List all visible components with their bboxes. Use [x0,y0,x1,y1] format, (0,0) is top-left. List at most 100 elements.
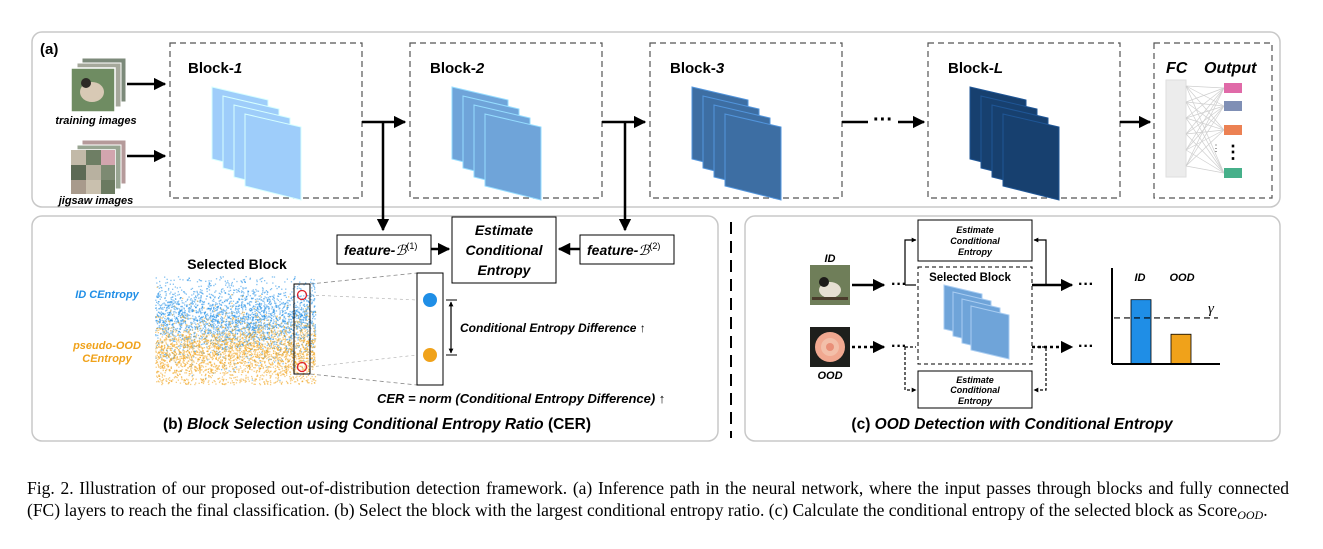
id-point [174,311,176,313]
id-point [258,344,260,346]
id-point [313,306,315,308]
id-point [196,311,198,313]
id-point [183,329,185,331]
ood-point [190,364,192,366]
ood-point [286,374,288,376]
ood-point [257,356,260,358]
id-point [202,317,204,319]
id-point [169,332,172,334]
ood-point [257,337,259,339]
id-point [314,291,316,293]
ood-point [265,371,268,373]
ood-point [307,360,309,362]
ood-point [218,329,220,332]
ood-point [184,345,187,347]
ood-point [243,334,246,336]
id-point [220,277,222,279]
ood-point [241,370,243,372]
id-point [255,332,257,334]
id-point [240,298,243,300]
ood-point [306,325,308,327]
id-point [225,309,228,311]
ood-point [275,320,277,322]
ood-point [254,349,256,351]
ood-point [232,352,234,355]
ood-point [265,366,267,369]
id-point [175,329,177,331]
id-point [156,321,158,323]
id-point [185,338,188,340]
id-point [311,287,313,289]
ood-point [206,355,208,357]
ood-point [304,339,306,341]
ood-point [231,306,233,308]
ood-point [175,359,177,361]
ood-point [229,357,231,359]
id-point [197,297,200,299]
ood-point [188,331,190,333]
ood-point [261,334,263,336]
selected-block-label: Selected Block [187,256,287,272]
id-point [235,366,238,368]
id-point [181,289,183,291]
id-point [275,318,278,320]
id-point [258,304,260,306]
ood-point [258,327,260,329]
id-point [170,313,172,315]
id-point [158,342,160,344]
ood-point [225,357,227,359]
id-point [156,344,158,346]
ood-point [290,343,292,345]
ood-point [171,357,173,359]
ood-point [195,357,197,359]
id-point [187,315,189,317]
id-point [233,370,235,372]
ood-point [244,341,246,344]
output-ellipsis-small: ⋮ [1212,143,1221,153]
id-point [237,332,239,335]
ood-point [237,355,239,357]
id-point [160,349,163,351]
id-point [235,289,238,291]
id-point [264,317,266,319]
ood-point [294,371,296,373]
id-point [189,311,191,313]
id-point [264,309,266,311]
id-point [189,309,191,311]
ood-point [276,316,278,318]
id-point [236,329,238,331]
ood-point [262,345,264,347]
id-point [285,323,287,325]
id-point [291,299,293,301]
ood-point [264,360,266,363]
ood-point [191,371,193,373]
id-point [267,298,269,300]
id-point [300,351,303,353]
id-point [266,293,268,295]
id-point [304,313,306,315]
id-point [197,312,199,314]
id-point [238,311,240,313]
id-point [248,302,250,304]
ood-point [198,353,200,355]
id-point [248,338,250,340]
ood-point [232,333,234,335]
id-point [287,327,289,329]
ood-point [156,286,158,288]
ood-point [292,376,294,379]
ood-point [261,339,263,341]
id-point [255,304,257,306]
ood-point [210,362,212,364]
id-point [299,296,301,298]
id-point [221,313,223,315]
ood-point [313,356,315,358]
ood-point [241,340,243,343]
id-point [196,291,198,294]
ood-point [157,380,159,382]
id-point [241,331,243,333]
id-point [238,322,240,324]
id-point [233,292,235,294]
ood-point [190,338,192,340]
id-point [270,324,272,326]
id-point [207,318,209,320]
